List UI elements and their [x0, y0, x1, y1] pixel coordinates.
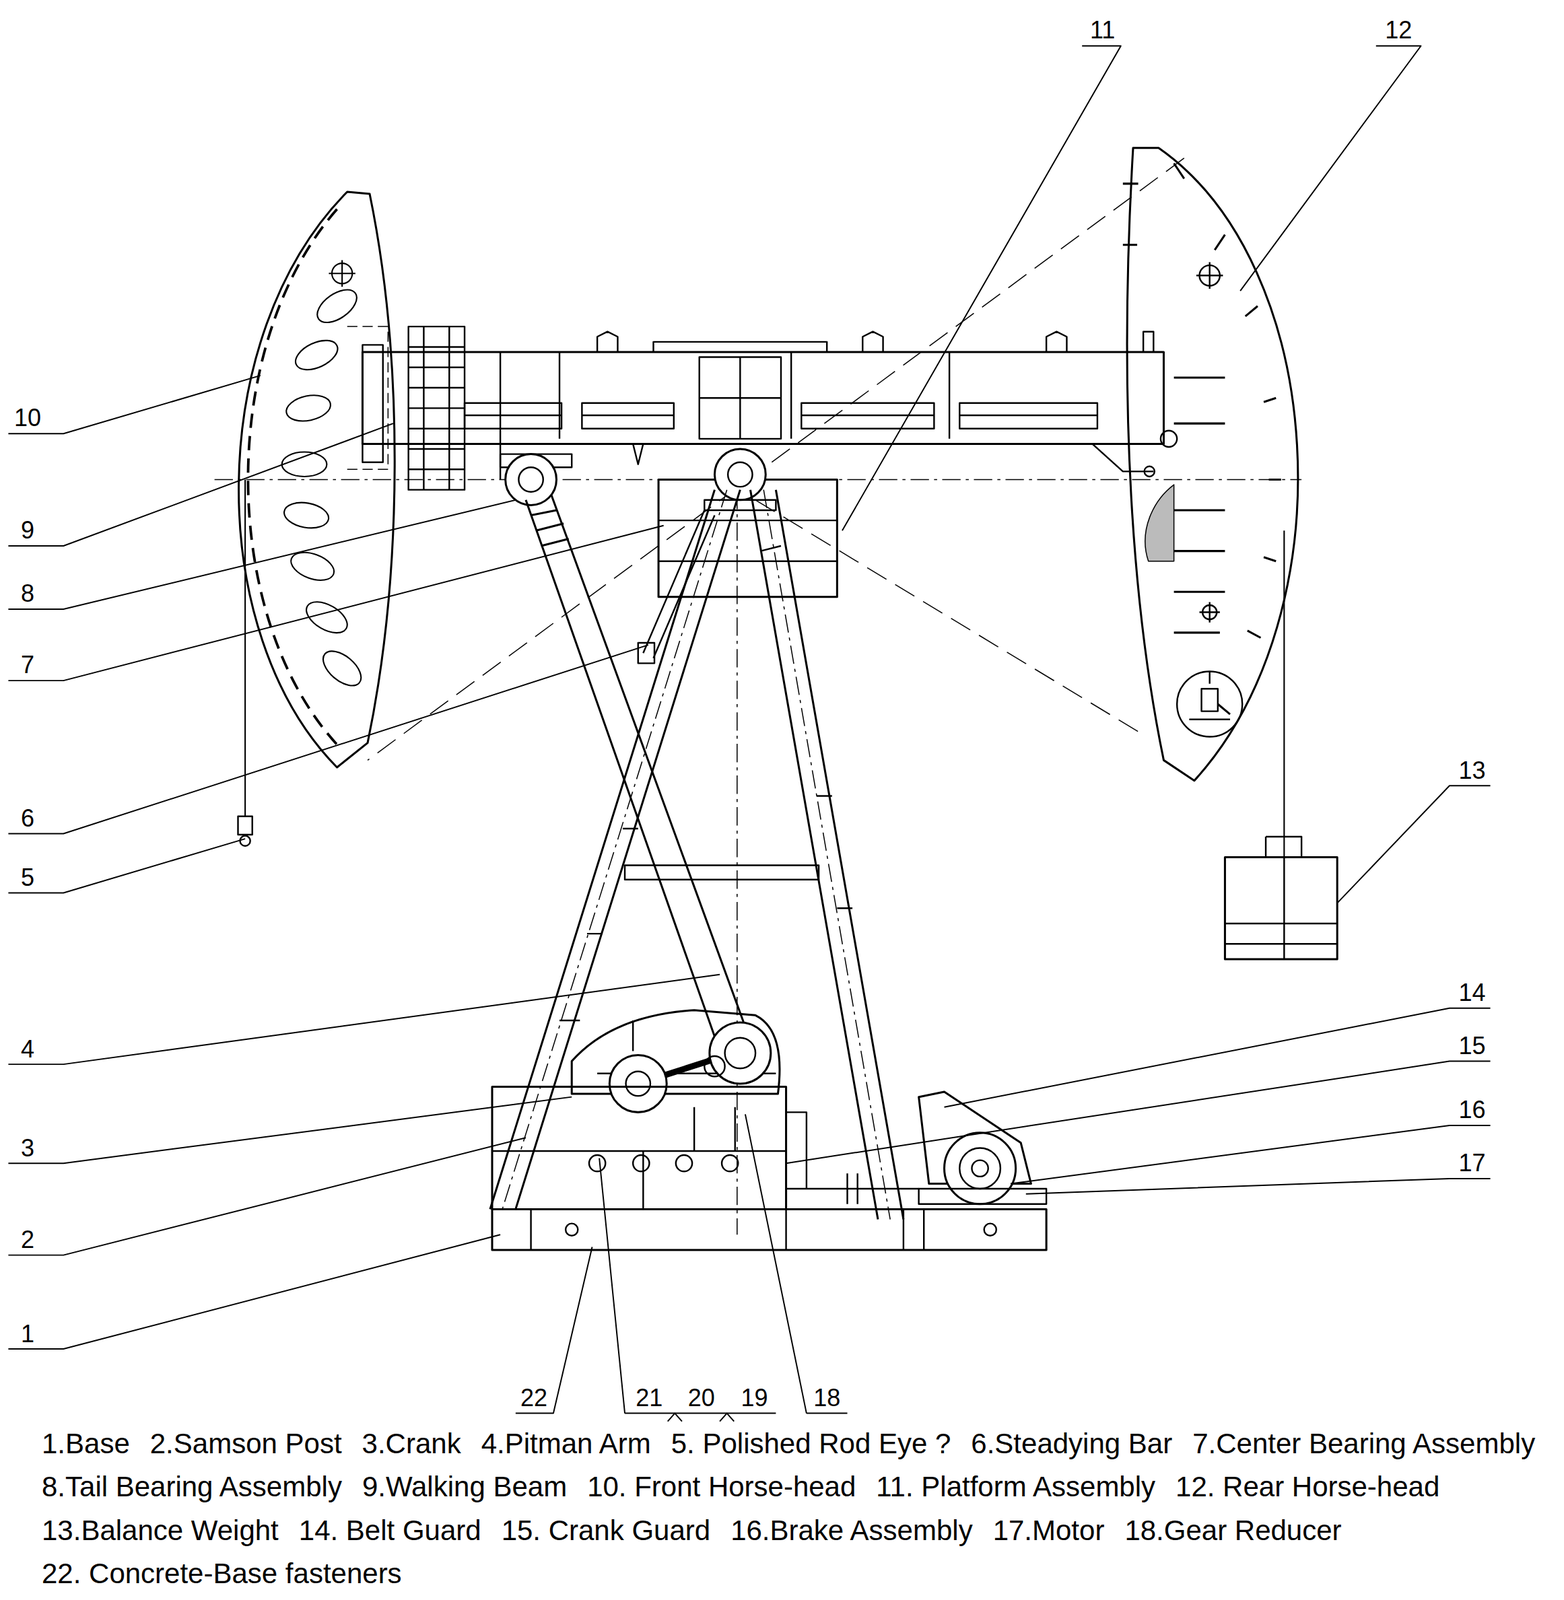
- part-name: 1.Base: [41, 1427, 130, 1461]
- callout-number: 15: [1457, 1034, 1488, 1062]
- part-name: 14. Belt Guard: [298, 1514, 482, 1548]
- callout-number: 22: [519, 1386, 549, 1414]
- callout-number: 13: [1457, 758, 1488, 787]
- callout-number: 8: [19, 581, 36, 610]
- callout-number: 14: [1457, 980, 1488, 1009]
- callout-number: 11: [1088, 18, 1117, 46]
- part-name: 5. Polished Rod Eye ?: [671, 1427, 952, 1461]
- part-name: 6.Steadying Bar: [970, 1427, 1173, 1461]
- part-name: 11. Platform Assembly: [875, 1470, 1156, 1505]
- callout-number: 17: [1457, 1151, 1488, 1179]
- callout-number: 4: [19, 1037, 36, 1066]
- part-name: 13.Balance Weight: [41, 1514, 279, 1548]
- part-name: 3.Crank: [362, 1427, 462, 1461]
- callout-number: 9: [19, 518, 36, 547]
- part-name: 8.Tail Bearing Assembly: [41, 1470, 343, 1505]
- callout-number: 1: [19, 1322, 36, 1350]
- callout-number: 5: [19, 865, 36, 894]
- part-name: 4.Pitman Arm: [481, 1427, 652, 1461]
- callout-number: 16: [1457, 1098, 1488, 1126]
- part-name: 10. Front Horse-head: [587, 1470, 856, 1505]
- part-name: 15. Crank Guard: [501, 1514, 711, 1548]
- callout-number: 2: [19, 1228, 36, 1256]
- part-name: 18.Gear Reducer: [1124, 1514, 1342, 1548]
- callout-number: 18: [811, 1386, 842, 1414]
- part-name: 2.Samson Post: [150, 1427, 343, 1461]
- callout-number: 10: [12, 405, 43, 434]
- callout-number: 12: [1383, 18, 1414, 46]
- callout-number: 21: [634, 1386, 664, 1414]
- callout-number: 20: [686, 1386, 717, 1414]
- part-name: 7.Center Bearing Assembly: [1192, 1427, 1536, 1461]
- part-name: 9.Walking Beam: [362, 1470, 567, 1505]
- callout-number: 19: [739, 1386, 770, 1414]
- callout-number: 6: [19, 806, 36, 835]
- callout-number: 7: [19, 653, 36, 681]
- part-name: 17.Motor: [993, 1514, 1105, 1548]
- part-name: 22. Concrete-Base fasteners: [41, 1557, 402, 1591]
- callout-number: 3: [19, 1136, 36, 1165]
- part-name: 16.Brake Assembly: [730, 1514, 973, 1548]
- parts-list: 1.Base 2.Samson Post 3.Crank 4.Pitman Arm 5.…: [41, 1427, 1544, 1592]
- part-name: 12. Rear Horse-head: [1175, 1470, 1440, 1505]
